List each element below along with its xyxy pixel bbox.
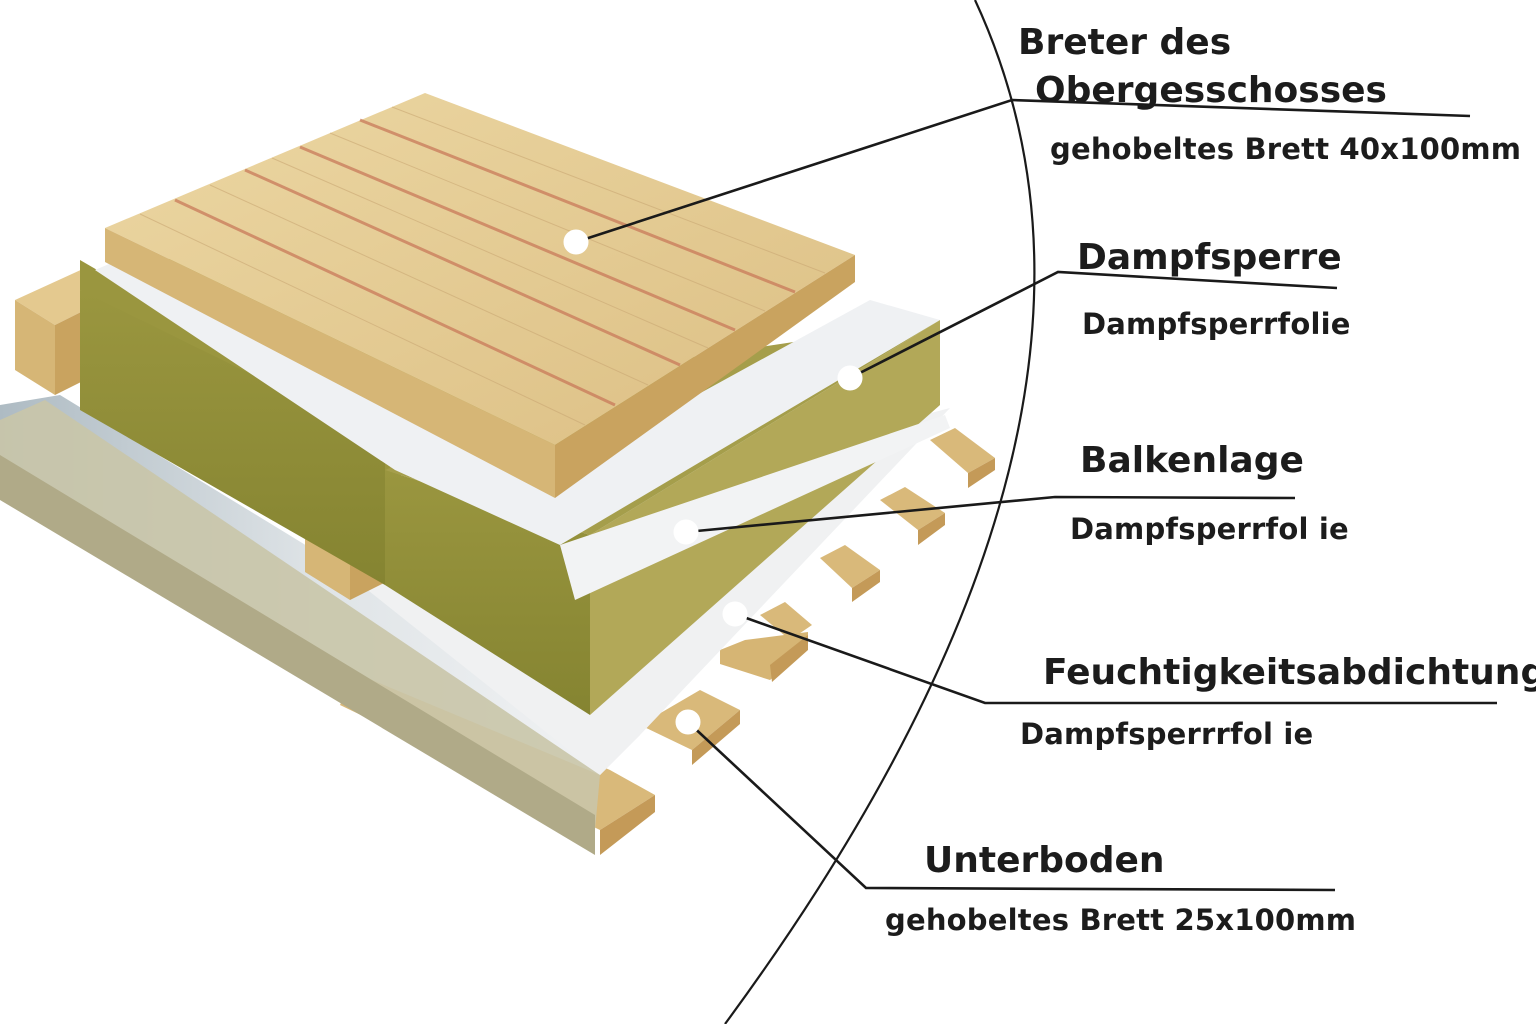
marker-dampfsperre — [837, 365, 863, 391]
marker-unterboden — [675, 709, 701, 735]
label-dampfsperre-title: Dampfsperre — [1077, 237, 1342, 278]
leader-balkenlage — [685, 495, 1296, 534]
label-dampfsperre-subtitle: Dampfsperrfolie — [1082, 307, 1351, 341]
leader-dampfsperre — [849, 270, 1338, 380]
label-top-boards-title-line1: Breter des — [1018, 22, 1232, 63]
leader-feuchtigkeit — [734, 612, 1497, 705]
label-feuchtigkeit-subtitle: Dampfsperrrfol ie — [1020, 717, 1314, 751]
label-balkenlage-subtitle: Dampfsperrfol ie — [1070, 512, 1349, 546]
leader-lines — [575, 98, 1497, 892]
label-unterboden-title: Unterboden — [924, 840, 1165, 881]
label-top-boards-subtitle: gehobeltes Brett 40x100mm — [1050, 132, 1522, 166]
label-unterboden-subtitle: gehobeltes Brett 25x100mm — [885, 903, 1357, 937]
marker-top-boards — [563, 229, 589, 255]
label-top-boards-title-line2: Obergesschosses — [1035, 70, 1387, 111]
marker-balkenlage — [673, 519, 699, 545]
label-balkenlage-title: Balkenlage — [1080, 440, 1304, 481]
leader-top-boards — [575, 98, 1471, 244]
top-floorboards — [105, 93, 855, 498]
separator-arc — [724, 0, 1036, 1024]
marker-dots — [563, 229, 863, 735]
label-feuchtigkeit-title: Feuchtigkeitsabdichtung — [1043, 652, 1536, 693]
marker-feuchtigkeit — [722, 601, 748, 627]
leader-unterboden — [687, 721, 1336, 892]
left-long-board — [0, 400, 600, 830]
